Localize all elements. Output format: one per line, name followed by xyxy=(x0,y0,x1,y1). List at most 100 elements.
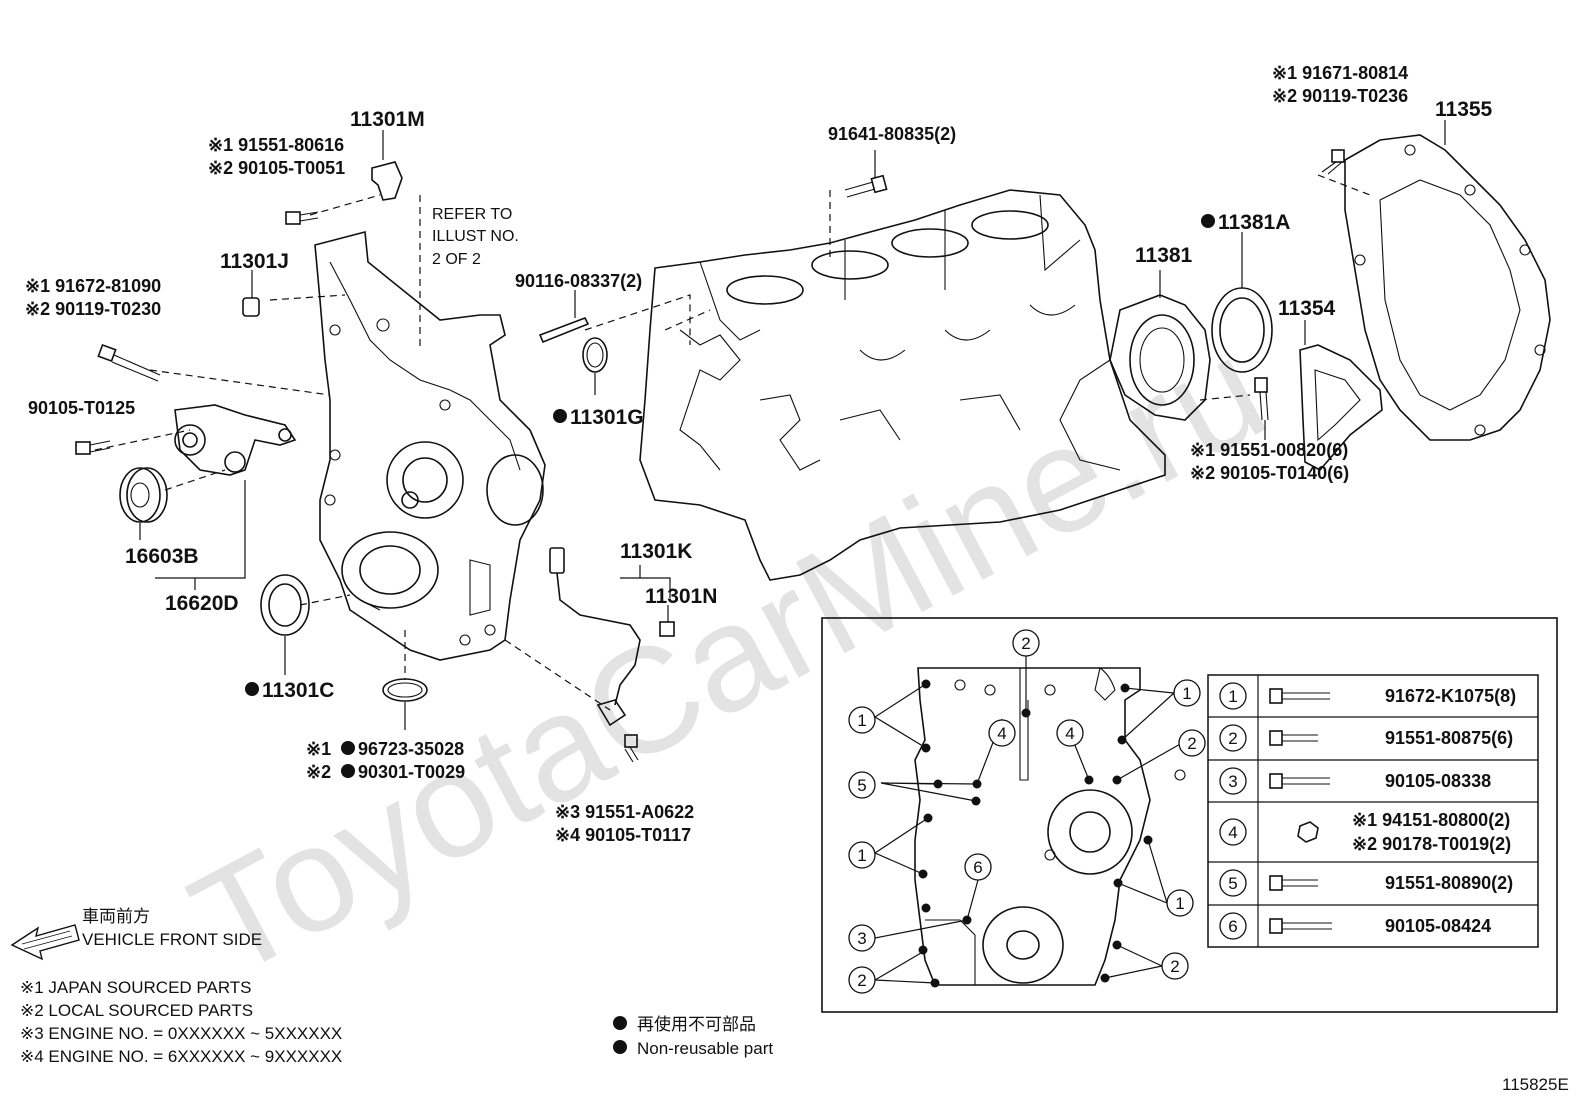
oil-seal-11301C xyxy=(260,574,310,675)
non-reusable-dot-90301 xyxy=(341,764,355,778)
refer-to-line2: ILLUST NO. xyxy=(432,228,519,245)
inset-callouts: 1 5 1 3 2 2 4 4 6 1 2 1 2 xyxy=(848,629,1206,994)
legend-en: Non-reusable part xyxy=(637,1039,773,1058)
inset-callout-leaders xyxy=(874,655,1183,984)
svg-text:4: 4 xyxy=(1065,724,1074,743)
o-ring-11301G xyxy=(582,337,608,395)
non-reusable-dot-96723 xyxy=(341,741,355,755)
inset-bolt-dots xyxy=(918,679,1153,988)
vehicle-front-arrow-icon xyxy=(10,924,80,961)
cam-sensor-11301M xyxy=(371,130,403,201)
table-row: 2 91551-80875(6) xyxy=(1219,724,1513,752)
table-row: 1 91672-K1075(8) xyxy=(1219,682,1516,710)
svg-text:5: 5 xyxy=(1228,874,1237,893)
svg-text:4: 4 xyxy=(997,724,1006,743)
footnote-1: ※1 JAPAN SOURCED PARTS xyxy=(20,978,252,997)
label-11354: 11354 xyxy=(1278,297,1336,320)
svg-text:6: 6 xyxy=(1228,917,1237,936)
bolt-91672-81090 xyxy=(97,343,161,382)
svg-text:3: 3 xyxy=(1228,772,1237,791)
footnote-3: ※3 ENGINE NO. = 0XXXXXX ~ 5XXXXXX xyxy=(20,1024,342,1043)
svg-text:2: 2 xyxy=(1170,957,1179,976)
idler-bracket-16620D xyxy=(174,404,297,476)
end-plate-11355 xyxy=(1344,120,1551,441)
front-side-jp: 車両前方 xyxy=(82,907,150,926)
label-91551-00820: ※1 91551-00820(6) xyxy=(1190,440,1348,460)
bolt-91641-80835 xyxy=(844,150,888,198)
label-16620D: 16620D xyxy=(165,592,239,615)
footnote-2: ※2 LOCAL SOURCED PARTS xyxy=(20,1001,253,1020)
svg-text:4: 4 xyxy=(1228,823,1237,842)
guide-lines xyxy=(94,174,1371,711)
bolt-91551-80616 xyxy=(285,211,319,225)
label-90105-T0117: ※4 90105-T0117 xyxy=(555,825,691,845)
idler-pulley-16603B xyxy=(119,467,168,523)
table-row: 5 91551-80890(2) xyxy=(1219,869,1513,897)
bolt-location-inset xyxy=(821,617,1558,1013)
label-11301N: 11301N xyxy=(645,585,717,608)
front-side-en: VEHICLE FRONT SIDE xyxy=(82,930,262,949)
cylinder-block xyxy=(639,189,1166,581)
label-11381: 11381 xyxy=(1135,244,1193,267)
svg-text:1: 1 xyxy=(1228,687,1237,706)
svg-text:6: 6 xyxy=(973,858,982,877)
table-part-4a: ※1 94151-80800(2) xyxy=(1352,810,1510,830)
o-ring-96723 xyxy=(382,678,428,730)
svg-text:2: 2 xyxy=(857,971,866,990)
bolt-table xyxy=(1207,674,1539,948)
refer-to-line3: 2 OF 2 xyxy=(432,251,481,268)
label-11355: 11355 xyxy=(1435,98,1493,121)
label-91551-A0622: ※3 91551-A0622 xyxy=(555,802,694,822)
label-11301J: 11301J xyxy=(220,250,289,273)
svg-text:1: 1 xyxy=(1182,684,1191,703)
plug-11301J xyxy=(242,270,260,317)
table-part-4b: ※2 90178-T0019(2) xyxy=(1352,834,1511,854)
label-90105-T0140: ※2 90105-T0140(6) xyxy=(1190,463,1349,483)
svg-text:2: 2 xyxy=(1021,634,1030,653)
label-91551-80616: ※1 91551-80616 xyxy=(208,135,344,155)
label-11301G: 11301G xyxy=(570,406,644,429)
label-91672-81090: ※1 91672-81090 xyxy=(25,276,161,296)
label-91671-80814: ※1 91671-80814 xyxy=(1272,63,1408,83)
clamp-11301N xyxy=(659,605,675,637)
legend-dot-jp xyxy=(613,1016,627,1030)
table-row: 6 90105-08424 xyxy=(1219,912,1491,940)
seal-retainer-11381 xyxy=(1109,270,1211,421)
table-part-2: 91551-80875(6) xyxy=(1385,728,1513,748)
table-part-6: 90105-08424 xyxy=(1385,916,1491,936)
label-91641-80835: 91641-80835(2) xyxy=(828,124,956,144)
crank-sensor-11301K xyxy=(549,547,671,763)
oil-seal-11381A xyxy=(1211,232,1273,373)
svg-text:1: 1 xyxy=(1175,894,1184,913)
label-90105-T0125: 90105-T0125 xyxy=(28,398,135,418)
label-90105-T0051: ※2 90105-T0051 xyxy=(208,158,345,178)
svg-text:2: 2 xyxy=(1187,734,1196,753)
bolt-91551-00820 xyxy=(1254,377,1269,440)
legend-dot-en xyxy=(613,1040,627,1054)
svg-text:3: 3 xyxy=(857,929,866,948)
label-11381A: 11381A xyxy=(1218,211,1290,234)
non-reusable-dot-11381A xyxy=(1201,214,1215,228)
label-96723-35028: 96723-35028 xyxy=(358,739,464,759)
svg-text:1: 1 xyxy=(857,846,866,865)
label-90116-08337: 90116-08337(2) xyxy=(515,271,642,291)
illustration-id: 115825E xyxy=(1502,1075,1569,1094)
table-row: 3 90105-08338 xyxy=(1219,767,1491,795)
cover-11354 xyxy=(1299,320,1383,472)
bolt-90105-T0125 xyxy=(75,440,111,455)
non-reusable-dot-11301C xyxy=(245,682,259,696)
table-part-5: 91551-80890(2) xyxy=(1385,873,1513,893)
label-prefix-1: ※1 xyxy=(306,739,331,759)
watermark: ToyotaCarMine.ru xyxy=(166,304,1290,1008)
label-90119-T0236: ※2 90119-T0236 xyxy=(1272,86,1408,106)
inset-cover-outline xyxy=(914,667,1186,986)
timing-chain-cover xyxy=(314,230,546,661)
label-90301-T0029: 90301-T0029 xyxy=(358,762,465,782)
legend-jp: 再使用不可部品 xyxy=(637,1014,756,1034)
label-11301C: 11301C xyxy=(262,679,334,702)
non-reusable-dot-11301G xyxy=(553,409,567,423)
label-16603B: 16603B xyxy=(125,545,199,568)
label-11301M: 11301M xyxy=(350,108,425,131)
